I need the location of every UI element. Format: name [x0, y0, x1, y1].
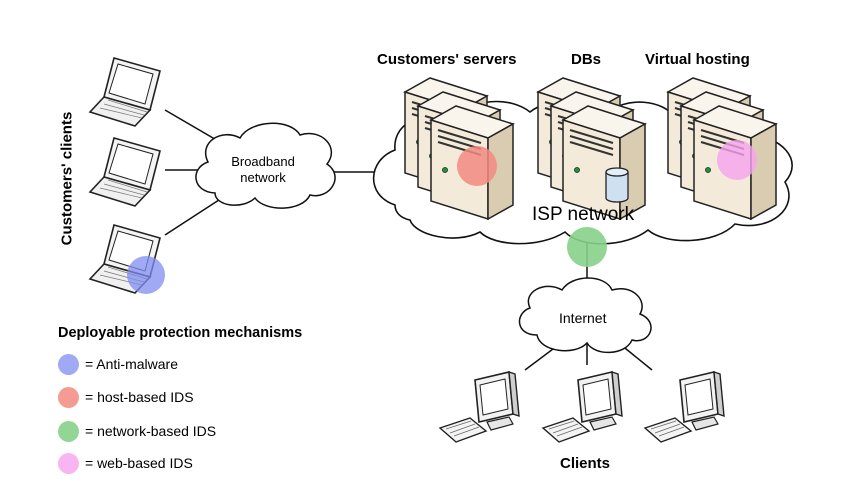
- laptop-icon: [89, 137, 161, 207]
- internet-label: Internet: [559, 310, 607, 326]
- legend-dot: [58, 386, 79, 408]
- broadband-network-cloud: [195, 122, 336, 209]
- desktop-monitor-icon: [474, 371, 520, 431]
- legend-dot: [58, 353, 79, 375]
- clients-label: Clients: [560, 455, 611, 472]
- broadband-network-label: Broadband network: [231, 154, 295, 185]
- database-icon: [605, 167, 629, 203]
- virtual-hosting-label: Virtual hosting: [645, 51, 750, 68]
- legend-dot: [58, 420, 79, 442]
- anti-malware-marker: [127, 256, 165, 294]
- legend-item-host-ids: = host-based IDS: [58, 386, 194, 408]
- network-ids-marker: [567, 227, 607, 267]
- legend-title: Deployable protection mechanisms: [58, 325, 303, 341]
- legend-dot: [58, 452, 79, 474]
- desktop-monitor-icon: [577, 371, 623, 431]
- dbs-label: DBs: [571, 51, 602, 68]
- laptop-icon: [89, 57, 161, 127]
- isp-network-label: ISP network: [532, 204, 635, 225]
- host-ids-marker: [457, 146, 497, 186]
- desktop-monitor-icon: [679, 371, 725, 431]
- legend-item-network-ids: = network-based IDS: [58, 420, 216, 442]
- web-ids-marker: [717, 140, 757, 180]
- legend-item-anti-malware: = Anti-malware: [58, 353, 178, 375]
- customers-servers-label: Customers' servers: [377, 51, 517, 68]
- customers-clients-label: Customers' clients: [58, 111, 76, 246]
- server-icon: [562, 105, 646, 220]
- internet-cloud: [518, 277, 652, 354]
- legend-item-web-ids: = web-based IDS: [58, 452, 193, 474]
